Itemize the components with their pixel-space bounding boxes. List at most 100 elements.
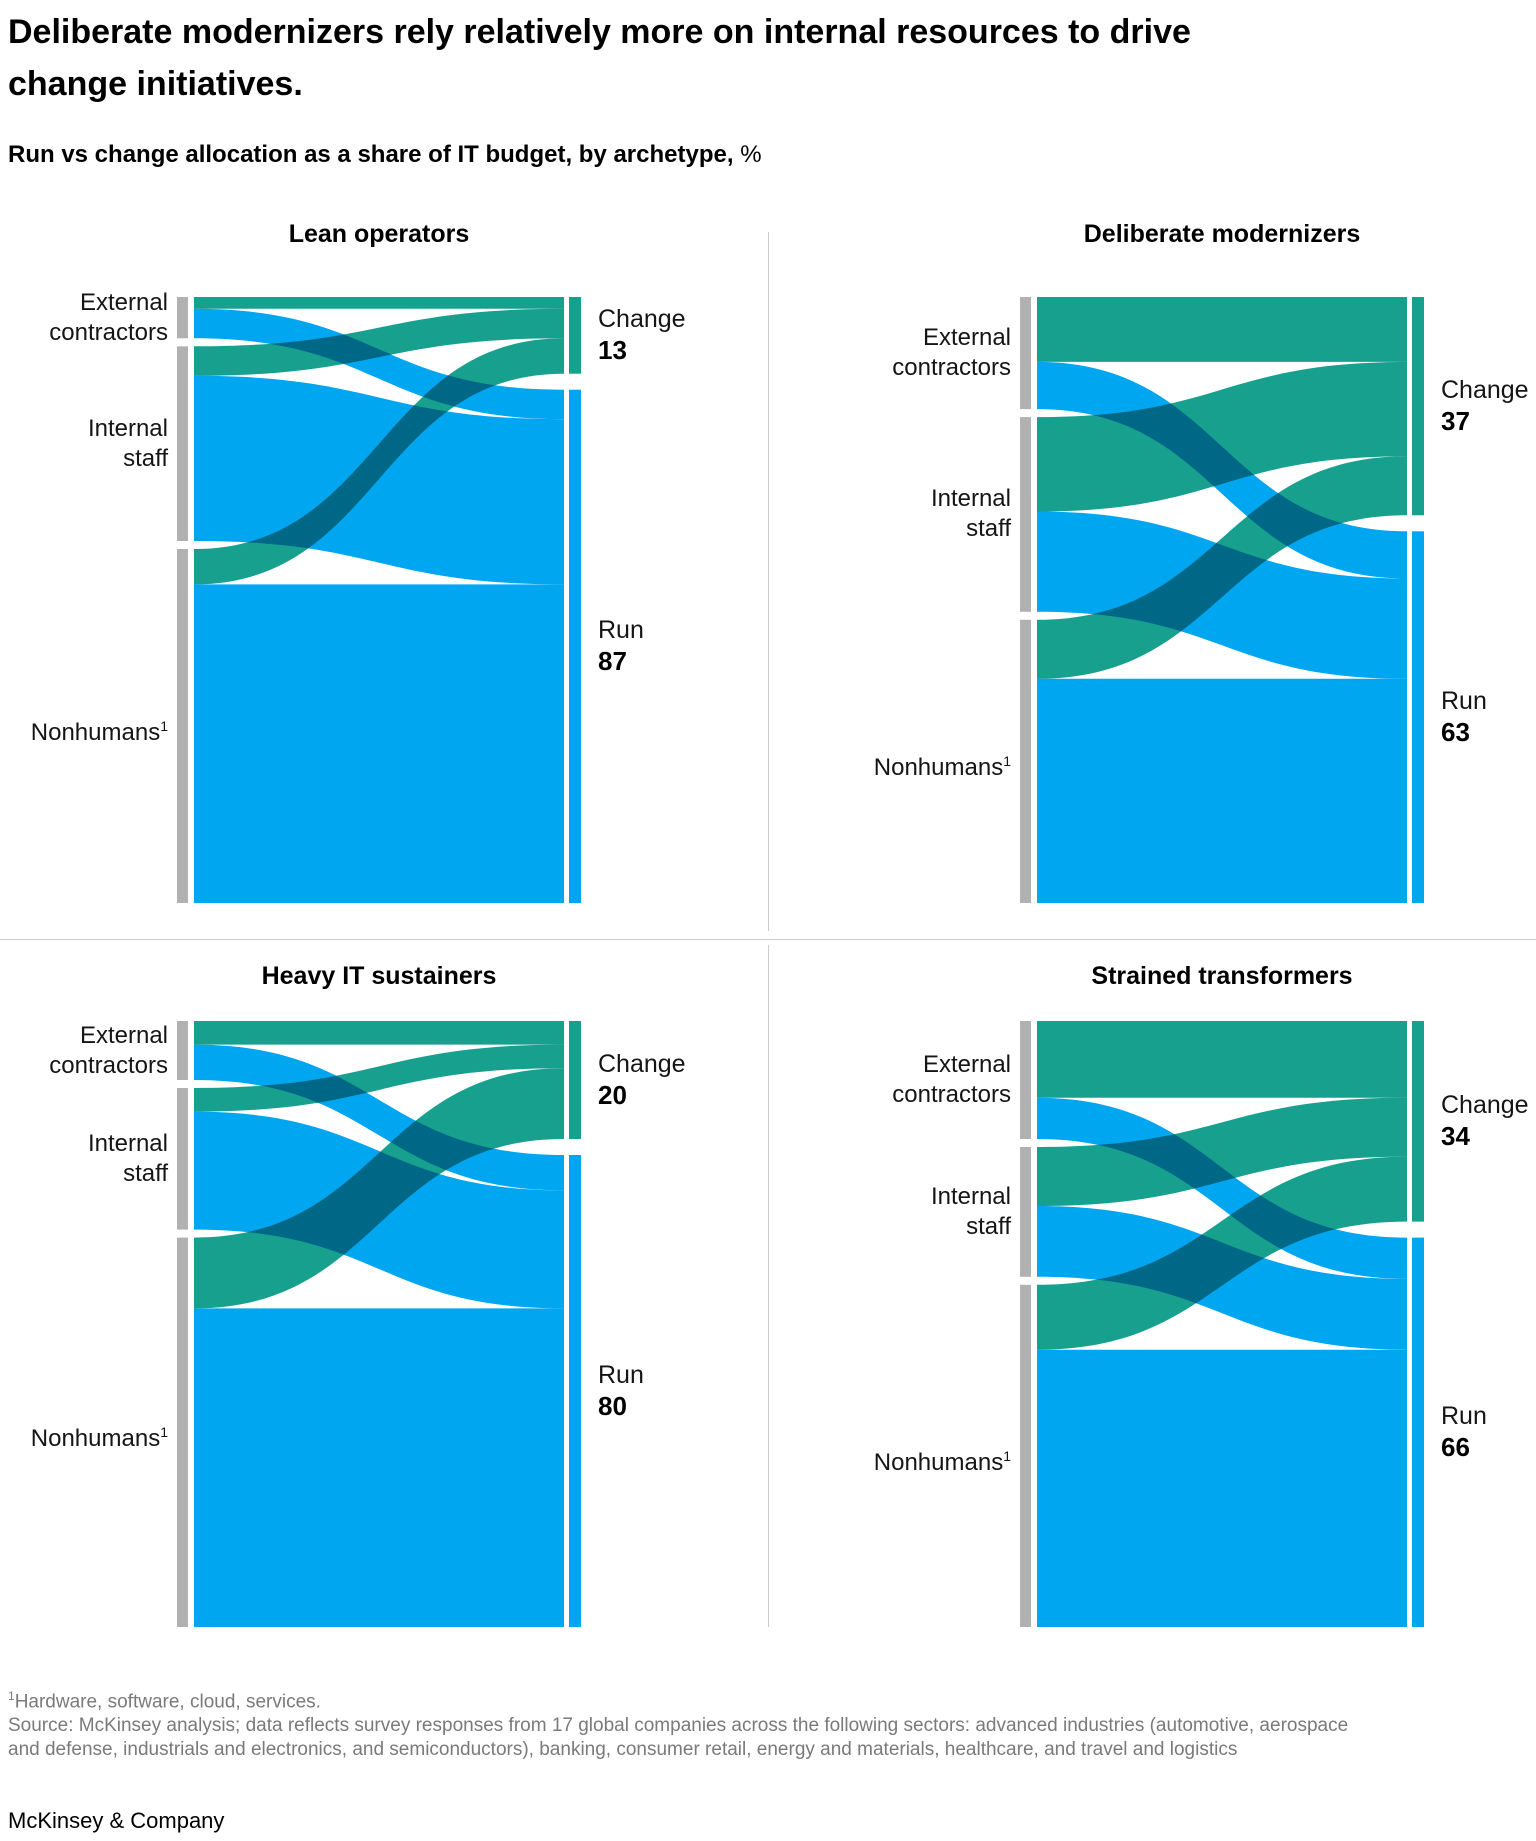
target-name: Change — [598, 305, 686, 334]
node-nonhumans — [1020, 1284, 1031, 1627]
source-label-line: contractors — [49, 318, 168, 346]
node-nonhumans — [177, 549, 188, 903]
node-nonhumans — [177, 1237, 188, 1627]
node-run — [569, 1155, 581, 1627]
node-change — [569, 297, 581, 374]
flow-external_contractors-to-change — [1037, 297, 1407, 362]
source-label-line: External — [79, 1021, 168, 1049]
page-title-line2: change initiatives. — [8, 65, 303, 103]
vertical-divider-top — [768, 232, 769, 931]
flow-external_contractors-to-change — [194, 1021, 564, 1045]
source-label-external_contractors: External contractors — [791, 1050, 1011, 1110]
source-label-line: External — [922, 324, 1011, 352]
sankey-panel-1 — [177, 297, 581, 903]
source-label-line: staff — [123, 1159, 168, 1187]
chart-subtitle-text: Run vs change allocation as a share of I… — [8, 141, 734, 168]
target-value: 37 — [1441, 406, 1470, 437]
source-label-line: Internal — [930, 485, 1011, 513]
panel-title: Lean operators — [288, 220, 470, 248]
target-name: Run — [1441, 687, 1487, 716]
source-label-line: Internal — [87, 414, 168, 442]
target-name: Run — [598, 616, 644, 645]
flow-nonhumans-to-run — [194, 584, 564, 903]
target-value: 66 — [1441, 1432, 1470, 1463]
page-title-line1: Deliberate modernizers rely relatively m… — [8, 13, 1191, 51]
source-label-nonhumans: Nonhumans1 — [0, 1417, 168, 1454]
flow-nonhumans-to-change — [194, 338, 564, 585]
target-name: Change — [1441, 376, 1529, 405]
flow-nonhumans-to-run — [1037, 1349, 1407, 1627]
node-run — [1412, 1237, 1424, 1627]
node-internal_staff — [177, 1088, 188, 1230]
source-line-2: and defense, industrials and electronics… — [8, 1739, 1238, 1761]
source-label-line: Internal — [930, 1182, 1011, 1210]
source-label-line: Nonhumans1 — [30, 1424, 168, 1453]
sankey-panel-2 — [1020, 297, 1424, 903]
target-value: 13 — [598, 335, 627, 366]
flow-nonhumans-to-change — [1037, 1156, 1407, 1350]
target-value: 80 — [598, 1391, 627, 1421]
nonhumans-superscript: 1 — [160, 1424, 168, 1441]
flow-nonhumans-to-run — [194, 1308, 564, 1627]
nonhumans-superscript: 1 — [1003, 753, 1011, 770]
source-label-line: Nonhumans1 — [30, 718, 168, 746]
flow-external_contractors-to-change — [194, 297, 564, 309]
footnote-definition: 1Hardware, software, cloud, services. — [8, 1684, 1348, 1714]
node-external_contractors — [177, 1021, 188, 1080]
node-internal_staff — [177, 346, 188, 541]
source-label-line: External — [79, 288, 168, 316]
flow-external_contractors-to-change — [1037, 1021, 1407, 1098]
target-value: 34 — [1441, 1121, 1470, 1152]
node-change — [1412, 1021, 1424, 1222]
source-label-line: staff — [966, 1212, 1011, 1240]
vertical-divider-bottom — [768, 945, 769, 1627]
flow-internal_staff-to-change — [194, 308, 564, 376]
chart-subtitle-unit: % — [740, 141, 762, 168]
chart-subtitle: Run vs change allocation as a share of I… — [8, 141, 762, 169]
node-change — [1412, 297, 1424, 516]
source-label-line: External — [922, 1051, 1011, 1078]
source-label-line: contractors — [49, 1051, 168, 1079]
source-label-nonhumans: Nonhumans1 — [0, 711, 168, 748]
source-label-line: Nonhumans1 — [873, 1447, 1011, 1476]
nonhumans-superscript: 1 — [1003, 1447, 1011, 1464]
footnotes: 1Hardware, software, cloud, services. So… — [8, 1684, 1348, 1762]
source-label-line: staff — [966, 515, 1011, 543]
source-label-line: contractors — [892, 1081, 1011, 1108]
node-run — [569, 389, 581, 903]
flow-internal_staff-to-change — [194, 1044, 564, 1112]
source-line-1: Source: McKinsey analysis; data reflects… — [8, 1715, 1349, 1737]
source-label-nonhumans: Nonhumans1 — [791, 746, 1011, 783]
nonhumans-superscript: 1 — [160, 718, 168, 734]
panel-title: Heavy IT sustainers — [261, 962, 497, 990]
source-label-line: contractors — [892, 354, 1011, 382]
node-internal_staff — [1020, 417, 1031, 612]
footnote-text: Hardware, software, cloud, services. — [14, 1691, 321, 1713]
node-external_contractors — [1020, 1021, 1031, 1139]
flow-internal_staff-to-change — [1037, 361, 1407, 512]
flow-nonhumans-to-change — [1037, 456, 1407, 679]
node-external_contractors — [1020, 297, 1031, 410]
source-label-nonhumans: Nonhumans1 — [791, 1441, 1011, 1478]
target-name: Change — [1441, 1091, 1529, 1120]
source-label-line: Internal — [87, 1129, 168, 1157]
flow-internal_staff-to-change — [1037, 1097, 1407, 1206]
footnote-superscript: 1 — [8, 1689, 15, 1703]
flow-nonhumans-to-run — [1037, 678, 1407, 903]
panel-title: Strained transformers — [1091, 962, 1353, 990]
target-name: Run — [598, 1361, 644, 1389]
horizontal-divider — [0, 939, 1536, 940]
source-label-line: staff — [123, 444, 168, 472]
